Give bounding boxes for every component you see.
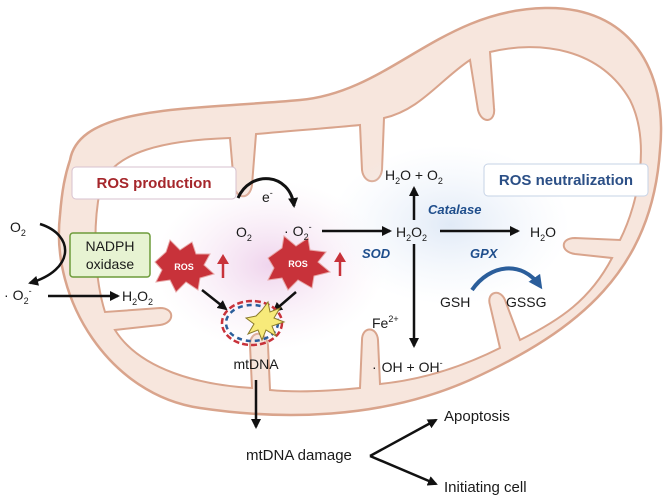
nadph-oxidase-line2: oxidase [86, 256, 134, 272]
gssg-label: GSSG [506, 294, 546, 310]
gsh-label: GSH [440, 294, 470, 310]
ros-badge-left: ROS [154, 239, 216, 293]
superoxide-outer-label: ·O2- [4, 286, 32, 306]
ros-left-to-mtdna-arrow [201, 289, 228, 311]
mtdna-helix-icon [220, 299, 286, 347]
ros-badge-right: ROS [267, 235, 332, 291]
electron-curved-arrow [236, 177, 299, 208]
ros-production-title: ROS production [97, 175, 212, 192]
ros-badge-left-text: ROS [174, 262, 194, 272]
h2o2-left-label: H2O2 [122, 288, 153, 307]
h2o-right-label: H2O [530, 224, 556, 243]
superoxide-inner-label: ·O2- [284, 222, 312, 242]
ros-neutralization-box: ROS neutralization [483, 163, 649, 197]
hydroxyl-label: ·OH + OH- [372, 358, 443, 375]
ros-production-box: ROS production [71, 166, 237, 200]
damage-to-initiating-cell-arrow [369, 454, 438, 486]
gsh-to-gssg-arrow [470, 266, 543, 292]
gpx-label: GPX [470, 246, 499, 261]
mtdna-damage-label: mtDNA damage [246, 447, 352, 464]
nadph-oxidase-line1: NADPH [85, 238, 134, 254]
apoptosis-label: Apoptosis [444, 408, 510, 425]
initiating-cell-label: Initiating cell [444, 479, 527, 496]
catalase-label: Catalase [428, 202, 481, 217]
o2-outer-label: O2 [10, 219, 26, 238]
sod-label: SOD [362, 246, 391, 261]
h2o2-center-label: H2O2 [396, 224, 427, 243]
h2o-o2-top-label: H2O + O2 [385, 167, 443, 186]
damage-to-apoptosis-arrow [369, 418, 438, 458]
ros-up-arrow-right [334, 252, 346, 276]
o2-inner-label: O2 [236, 224, 252, 243]
ros-production-glow [155, 180, 385, 350]
fe-label: Fe2+ [372, 314, 399, 331]
ros-neutralization-title: ROS neutralization [499, 172, 633, 189]
nadph-oxidase-box: NADPH oxidase [69, 232, 151, 278]
mtdna-label: mtDNA [233, 356, 279, 372]
electron-label: e- [262, 188, 273, 205]
ros-badge-right-text: ROS [288, 259, 308, 269]
ros-right-to-mtdna-arrow [272, 291, 297, 313]
ros-up-arrow-left [217, 254, 229, 278]
o2-to-superoxide-arrow [28, 222, 67, 286]
